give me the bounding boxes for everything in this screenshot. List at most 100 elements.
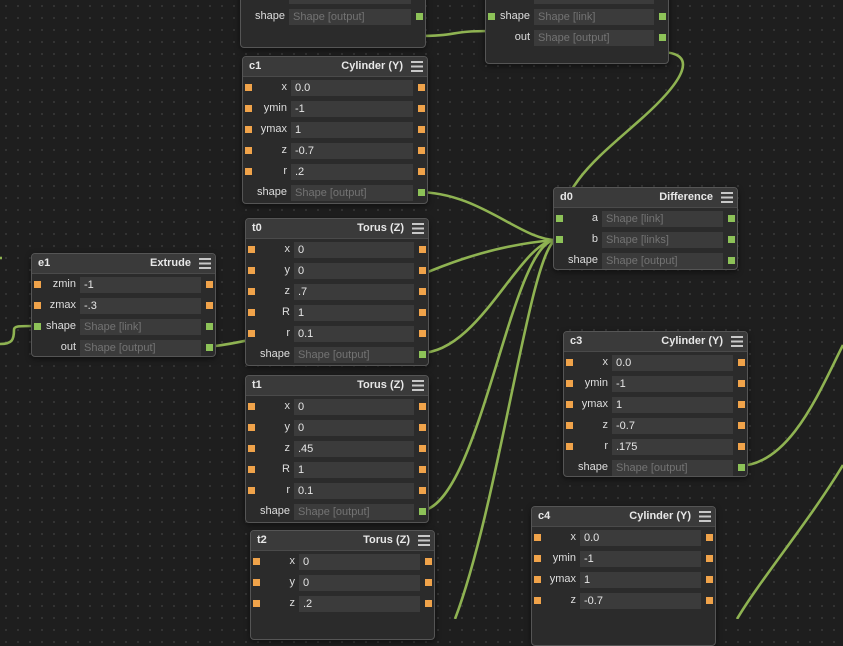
output-port[interactable]	[738, 401, 745, 408]
input-port[interactable]	[253, 579, 260, 586]
hamburger-menu-icon[interactable]	[411, 61, 423, 72]
input-port[interactable]	[34, 281, 41, 288]
value-field[interactable]: 1	[534, 0, 654, 4]
output-port[interactable]	[419, 466, 426, 473]
output-port[interactable]	[206, 281, 213, 288]
output-port[interactable]	[419, 508, 426, 515]
output-port[interactable]	[425, 558, 432, 565]
input-port[interactable]	[248, 487, 255, 494]
value-field[interactable]: 1	[291, 122, 413, 138]
value-field[interactable]: .45	[294, 441, 414, 457]
port-link-field[interactable]: Shape [output]	[80, 340, 201, 356]
output-port[interactable]	[419, 330, 426, 337]
value-field[interactable]: 1	[294, 305, 414, 321]
port-link-field[interactable]: Shape [link]	[602, 211, 723, 227]
input-port[interactable]	[248, 424, 255, 431]
input-port[interactable]	[248, 445, 255, 452]
hamburger-menu-icon[interactable]	[412, 380, 424, 391]
input-port[interactable]	[245, 84, 252, 91]
input-port[interactable]	[245, 168, 252, 175]
output-port[interactable]	[419, 403, 426, 410]
port-link-field[interactable]: Shape [output]	[289, 9, 411, 25]
output-port[interactable]	[416, 13, 423, 20]
output-port[interactable]	[738, 380, 745, 387]
output-port[interactable]	[728, 236, 735, 243]
value-field[interactable]: -0.7	[612, 418, 733, 434]
input-port[interactable]	[253, 558, 260, 565]
port-link-field[interactable]: Shape [output]	[602, 253, 723, 269]
value-field[interactable]: -.3	[80, 298, 201, 314]
value-field[interactable]: .2	[299, 596, 420, 612]
value-field[interactable]: 0.0	[612, 355, 733, 371]
output-port[interactable]	[418, 126, 425, 133]
input-port[interactable]	[566, 443, 573, 450]
value-field[interactable]: 0	[294, 242, 414, 258]
input-port[interactable]	[566, 380, 573, 387]
output-port[interactable]	[419, 487, 426, 494]
hamburger-menu-icon[interactable]	[699, 511, 711, 522]
output-port[interactable]	[706, 597, 713, 604]
value-field[interactable]: 0.0	[291, 80, 413, 96]
value-field[interactable]: 0.1	[294, 483, 414, 499]
input-port[interactable]	[534, 576, 541, 583]
output-port[interactable]	[419, 267, 426, 274]
output-port[interactable]	[738, 443, 745, 450]
input-port[interactable]	[534, 534, 541, 541]
output-port[interactable]	[418, 147, 425, 154]
output-port[interactable]	[419, 288, 426, 295]
hamburger-menu-icon[interactable]	[418, 535, 430, 546]
input-port[interactable]	[245, 126, 252, 133]
value-field[interactable]: 0.0	[580, 530, 701, 546]
value-field[interactable]: 1	[612, 397, 733, 413]
input-port[interactable]	[566, 422, 573, 429]
value-field[interactable]: 1	[580, 572, 701, 588]
value-field[interactable]: .2	[291, 164, 413, 180]
hamburger-menu-icon[interactable]	[731, 336, 743, 347]
output-port[interactable]	[728, 257, 735, 264]
output-port[interactable]	[418, 105, 425, 112]
input-port[interactable]	[248, 246, 255, 253]
output-port[interactable]	[425, 579, 432, 586]
output-port[interactable]	[419, 246, 426, 253]
value-field[interactable]: -1	[80, 277, 201, 293]
output-port[interactable]	[206, 323, 213, 330]
input-port[interactable]	[534, 555, 541, 562]
port-link-field[interactable]: Shape [output]	[534, 30, 654, 46]
input-port[interactable]	[248, 309, 255, 316]
port-link-field[interactable]: Shape [link]	[534, 9, 654, 25]
value-field[interactable]: 0.1	[294, 326, 414, 342]
output-port[interactable]	[419, 445, 426, 452]
value-field[interactable]: -1	[580, 551, 701, 567]
port-link-field[interactable]: Shape [link]	[80, 319, 201, 335]
output-port[interactable]	[659, 13, 666, 20]
output-port[interactable]	[419, 424, 426, 431]
input-port[interactable]	[248, 466, 255, 473]
input-port[interactable]	[534, 597, 541, 604]
input-port[interactable]	[245, 105, 252, 112]
output-port[interactable]	[419, 351, 426, 358]
port-link-field[interactable]: Shape [output]	[294, 504, 414, 520]
input-port[interactable]	[248, 288, 255, 295]
output-port[interactable]	[659, 34, 666, 41]
output-port[interactable]	[738, 464, 745, 471]
value-field[interactable]: 1	[294, 462, 414, 478]
input-port[interactable]	[248, 330, 255, 337]
output-port[interactable]	[738, 422, 745, 429]
hamburger-menu-icon[interactable]	[412, 223, 424, 234]
hamburger-menu-icon[interactable]	[199, 258, 211, 269]
value-field[interactable]: -0.7	[291, 143, 413, 159]
output-port[interactable]	[706, 576, 713, 583]
port-link-field[interactable]: Shape [output]	[291, 185, 413, 201]
